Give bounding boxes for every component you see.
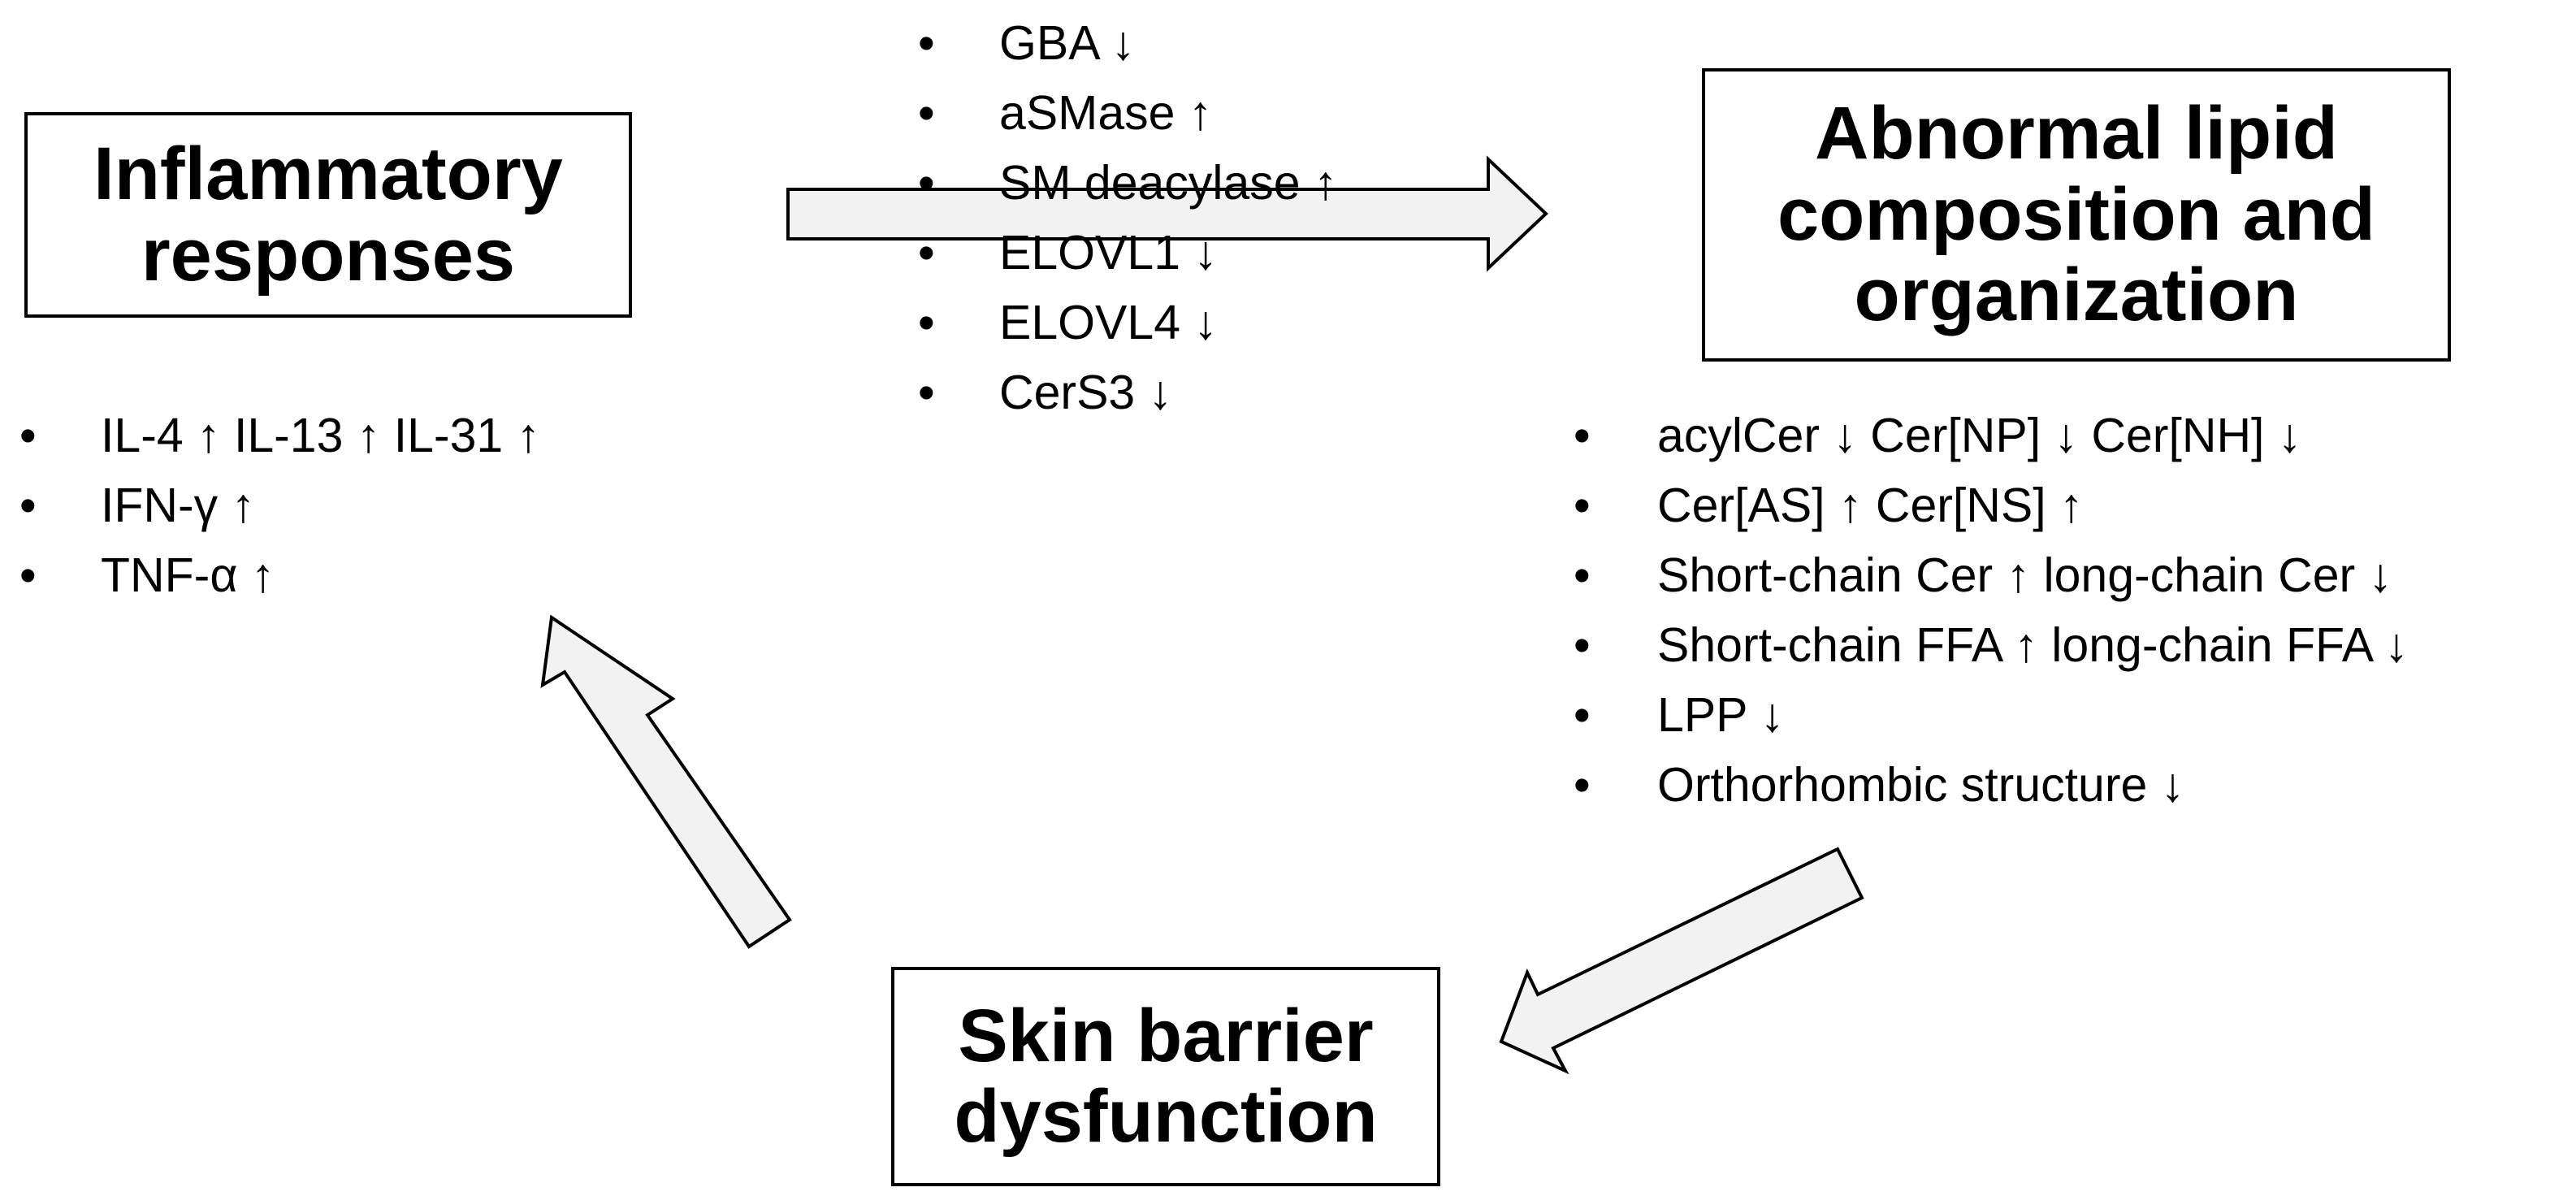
lipid-title-line-3: organization — [1854, 254, 2299, 337]
list-item: ELOVL4 ↓ — [918, 288, 1337, 358]
list-item: LPP ↓ — [1574, 680, 2409, 750]
list-item: Cer[AS] ↑ Cer[NS] ↑ — [1574, 470, 2409, 540]
lipid-title-line-1: Abnormal lipid — [1815, 92, 2338, 176]
lipid-changes-list: acylCer ↓ Cer[NP] ↓ Cer[NH] ↓ Cer[AS] ↑ … — [1574, 401, 2409, 820]
inflammatory-markers-list: IL-4 ↑ IL-13 ↑ IL-31 ↑ IFN-γ ↑ TNF-α ↑ — [19, 401, 540, 610]
list-item: CerS3 ↓ — [918, 358, 1337, 427]
list-item: aSMase ↑ — [918, 78, 1337, 148]
list-item: TNF-α ↑ — [19, 540, 540, 610]
list-item: Short-chain Cer ↑ long-chain Cer ↓ — [1574, 540, 2409, 610]
list-item: Short-chain FFA ↑ long-chain FFA ↓ — [1574, 610, 2409, 680]
list-item: Orthorhombic structure ↓ — [1574, 750, 2409, 820]
inflammatory-title-line-2: responses — [141, 213, 516, 297]
arrow-up-left-icon — [540, 614, 792, 949]
list-item: SM deacylase ↑ — [918, 148, 1337, 218]
lipid-title-line-2: composition and — [1777, 172, 2375, 256]
inflammatory-responses-box: Inflammatory responses — [24, 112, 632, 318]
barrier-title-line-2: dysfunction — [954, 1075, 1378, 1158]
list-item: GBA ↓ — [918, 8, 1337, 78]
list-item: acylCer ↓ Cer[NP] ↓ Cer[NH] ↓ — [1574, 401, 2409, 470]
abnormal-lipid-box: Abnormal lipid composition and organizat… — [1702, 68, 2451, 362]
inflammatory-title-line-1: Inflammatory — [93, 132, 563, 216]
enzyme-changes-list: GBA ↓ aSMase ↑ SM deacylase ↑ ELOVL1 ↓ E… — [918, 8, 1337, 427]
arrow-down-left-icon — [1499, 847, 1864, 1075]
skin-barrier-box: Skin barrier dysfunction — [891, 967, 1440, 1186]
list-item: IL-4 ↑ IL-13 ↑ IL-31 ↑ — [19, 401, 540, 470]
list-item: ELOVL1 ↓ — [918, 218, 1337, 288]
list-item: IFN-γ ↑ — [19, 470, 540, 540]
barrier-title-line-1: Skin barrier — [958, 994, 1374, 1077]
